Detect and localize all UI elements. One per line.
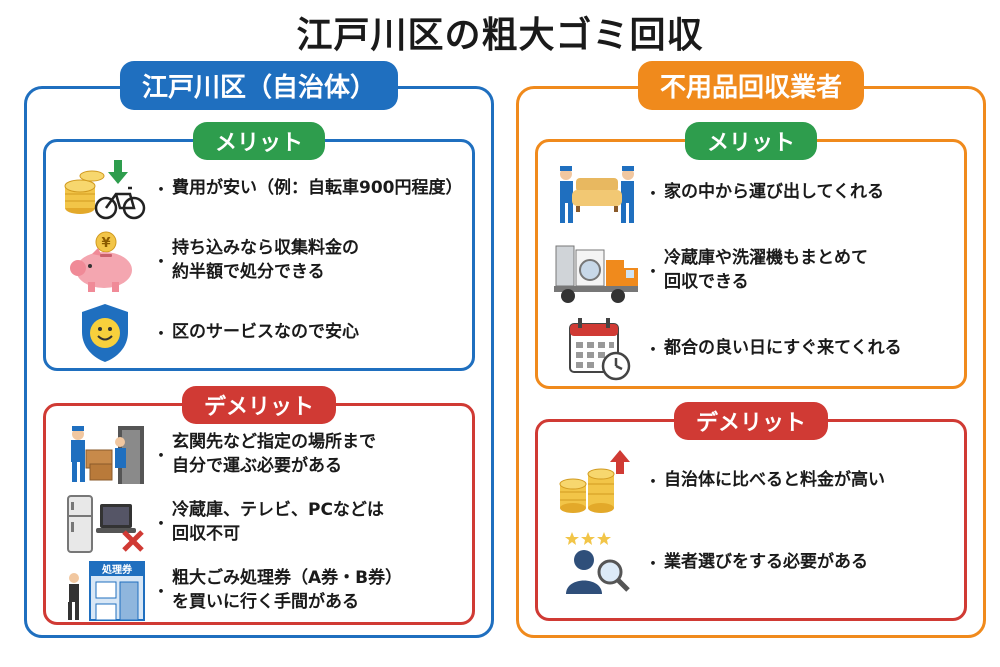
- truck-appliances-icon: [552, 236, 642, 306]
- list-item: ¥ ・ 持ち込みなら収集料金の 約半額で処分できる: [60, 226, 462, 296]
- list-item: ・ 自治体に比べると料金が高い: [552, 446, 954, 516]
- carrying-boxes-icon: [60, 420, 150, 490]
- merit-text: 家の中から運び出してくれる: [664, 182, 884, 203]
- vendor-demerits-box: デメリット ・ 自治体に比べると料金が高い: [535, 402, 967, 621]
- demerit-text: 自治体に比べると料金が高い: [664, 470, 885, 491]
- vendor-merit-label: メリット: [684, 122, 818, 160]
- list-item: ・ 費用が安い（例：自転車900円程度）: [60, 154, 463, 224]
- list-item: 処理券 ・ 粗大ごみ処理券（A券・B券） を買いに行く手間がある: [60, 556, 462, 626]
- coins-bicycle-icon: [60, 154, 150, 224]
- merit-text: 持ち込みなら収集料金の 約半額で処分できる: [172, 238, 359, 282]
- demerit-text: 冷蔵庫、テレビ、PCなどは 回収不可: [172, 500, 384, 544]
- ticket-shop-icon: 処理券: [60, 556, 150, 626]
- list-item: ・ 玄関先など指定の場所まで 自分で運ぶ必要がある: [60, 420, 462, 490]
- shop-sign: 処理券: [101, 563, 133, 576]
- municipal-demerits-box: デメリット ・ 玄関先など指定の場所まで 自分で運ぶ必要が: [43, 386, 475, 626]
- vendor-merits-box: メリット: [535, 122, 967, 389]
- demerit-text: 玄関先など指定の場所まで 自分で運ぶ必要がある: [172, 432, 376, 476]
- list-item: ・ 冷蔵庫、テレビ、PCなどは 回収不可: [60, 488, 462, 558]
- calendar-clock-icon: [552, 314, 642, 384]
- shield-smile-icon: [60, 298, 150, 368]
- vendor-demerit-label: デメリット: [673, 402, 829, 440]
- person-search-stars-icon: [552, 528, 642, 598]
- fridge-laptop-x-icon: [60, 488, 150, 558]
- list-item: ・ 冷蔵庫や洗濯機もまとめて 回収できる: [552, 236, 954, 306]
- merit-text: 冷蔵庫や洗濯機もまとめて 回収できる: [664, 248, 868, 292]
- coins-up-arrow-icon: [552, 446, 642, 516]
- list-item: ・ 区のサービスなので安心: [60, 298, 462, 368]
- municipal-header: 江戸川区（自治体）: [119, 61, 399, 110]
- list-item: ・ 業者選びをする必要がある: [552, 528, 954, 598]
- merit-text: 区のサービスなので安心: [172, 322, 359, 343]
- municipal-demerit-label: デメリット: [181, 386, 337, 424]
- municipal-panel: 江戸川区（自治体） メリット ・ 費用が安: [24, 61, 494, 638]
- movers-sofa-icon: [552, 158, 642, 228]
- vendor-panel: 不用品回収業者 メリット: [516, 61, 986, 638]
- demerit-text: 粗大ごみ処理券（A券・B券） を買いに行く手間がある: [172, 568, 403, 612]
- page-title: 江戸川区の粗大ゴミ回収: [296, 15, 704, 56]
- svg-text:¥: ¥: [101, 236, 110, 251]
- list-item: ・ 家の中から運び出してくれる: [552, 158, 954, 228]
- municipal-merits-box: メリット ・ 費用が安い（例：自転車900円程度）: [43, 122, 475, 371]
- vendor-header: 不用品回収業者: [637, 61, 865, 110]
- demerit-text: 業者選びをする必要がある: [664, 552, 868, 573]
- municipal-merit-label: メリット: [192, 122, 326, 160]
- list-item: ・ 都合の良い日にすぐ来てくれる: [552, 314, 954, 384]
- merit-text: 費用が安い（例：自転車900円程度）: [172, 178, 463, 199]
- merit-text: 都合の良い日にすぐ来てくれる: [664, 338, 902, 359]
- piggy-bank-icon: ¥: [60, 226, 150, 296]
